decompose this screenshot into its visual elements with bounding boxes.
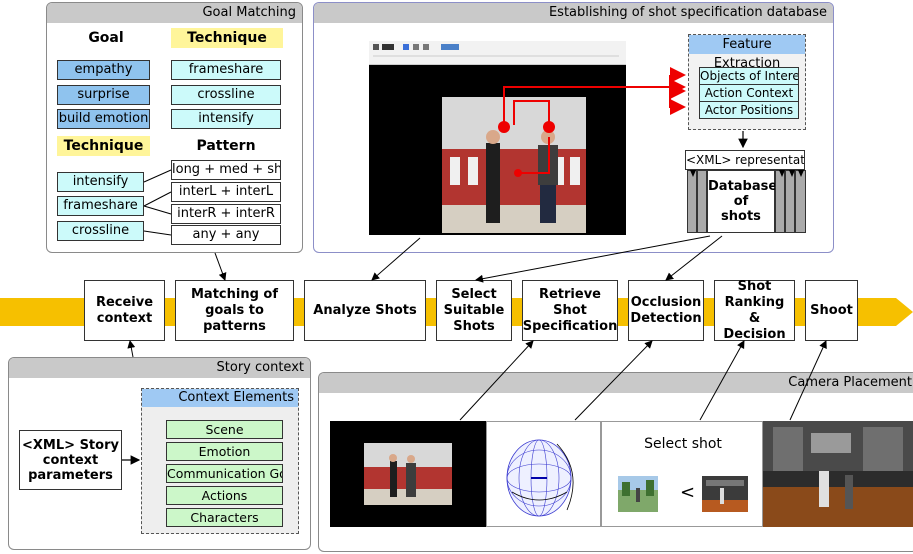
pattern-header: Pattern <box>196 138 256 154</box>
database-line2: of <box>733 194 749 209</box>
scene-drawing <box>442 97 586 233</box>
shot-option-a-drawing <box>618 476 658 502</box>
camera-scene-image <box>364 443 452 505</box>
step-shot-ranking-text: Shot Ranking & Decision <box>723 278 786 342</box>
step-occlusion-detection: Occlusion Detection <box>628 280 704 341</box>
goal-header: Goal <box>88 30 124 46</box>
step-matching-goals: Matching of goals to patterns <box>175 280 294 341</box>
context-emotion: Emotion <box>166 442 283 461</box>
story-context-panel: Story context <XML> Story context parame… <box>8 357 311 550</box>
pattern-interr: interR + interR <box>171 204 281 224</box>
analysis-screenshot <box>369 41 626 235</box>
database-line3: shots <box>721 209 761 224</box>
camera-scene-frame <box>330 421 486 527</box>
xml-representation: <XML> representation <box>685 150 805 170</box>
technique-frameshare: frameshare <box>57 196 144 216</box>
shot-option-b-drawing <box>702 480 748 512</box>
story-context-title: Story context <box>9 358 310 378</box>
camera-sphere-drawing <box>506 439 574 517</box>
toolbar-icons <box>373 44 619 57</box>
db-col-left-2 <box>697 170 707 233</box>
shot-database-panel: Establishing of shot specification datab… <box>313 2 834 253</box>
xml-story-params: <XML> Story context parameters <box>19 430 122 490</box>
final-shot-image <box>763 421 913 527</box>
select-shot-panel: Select shot < <box>601 421 763 527</box>
feature-extraction-title: Feature Extraction <box>689 35 805 71</box>
context-characters: Characters <box>166 508 283 527</box>
objects-of-interest: Objects of Interest <box>699 67 799 85</box>
technique-pattern-links <box>143 169 172 236</box>
pattern-long-med-short: long + med + short <box>171 160 281 180</box>
camera-scene-drawing <box>364 443 452 505</box>
goal-matching-panel: Goal Matching Goal Technique empathy fra… <box>46 2 303 253</box>
actor-positions: Actor Positions <box>699 101 799 119</box>
screenshot-toolbar <box>369 41 626 65</box>
sphere-panel <box>486 421 601 527</box>
step-analyze-shots: Analyze Shots <box>304 280 426 341</box>
technique-cell-crossline: crossline <box>171 85 281 105</box>
database-line1: Database <box>708 179 778 194</box>
context-elements-title: Context Elements <box>142 389 298 407</box>
step-retrieve-spec: Retrieve Shot Specification <box>522 280 618 341</box>
step-analyze-shots-text: Analyze Shots <box>313 302 417 318</box>
final-shot-drawing <box>763 421 913 527</box>
context-actions: Actions <box>166 486 283 505</box>
feature-arrows <box>498 67 748 177</box>
pattern-any-any: any + any <box>171 225 281 245</box>
step-receive-context: Receive context <box>84 280 165 341</box>
context-scene: Scene <box>166 420 283 439</box>
technique-crossline: crossline <box>57 221 144 241</box>
shot-database-title: Establishing of shot specification datab… <box>314 3 833 23</box>
camera-placement-title: Camera Placement <box>319 373 913 393</box>
step-receive-context-text: Receive context <box>95 294 154 326</box>
step-select-shots: Select Suitable Shots <box>436 280 512 341</box>
select-shot-label: Select shot <box>644 436 722 452</box>
shot-option-a <box>618 476 658 512</box>
step-shoot: Shoot <box>805 280 858 341</box>
xml-story-params-text: <XML> Story context parameters <box>22 437 119 483</box>
technique-intensify: intensify <box>57 172 144 192</box>
step-shot-ranking: Shot Ranking & Decision <box>714 278 795 342</box>
technique-header: Technique <box>171 28 283 48</box>
step-matching-goals-text: Matching of goals to patterns <box>190 286 278 334</box>
db-arrows <box>690 170 804 177</box>
goal-cell-build-emotion: build emotion <box>57 109 150 129</box>
technique-cell-intensify: intensify <box>171 109 281 129</box>
less-than-sign: < <box>680 482 696 503</box>
pattern-interl: interL + interL <box>171 182 281 202</box>
action-context: Action Context <box>699 84 799 102</box>
camera-placement-panel: Camera Placement Select shot <box>318 372 913 552</box>
shot-option-b <box>702 476 748 512</box>
goal-cell-empathy: empathy <box>57 60 150 80</box>
story-arrow <box>122 455 141 465</box>
goal-matching-title: Goal Matching <box>47 3 302 23</box>
context-communication-goals: Communication Goals <box>166 464 283 483</box>
technique-cell-frameshare: frameshare <box>171 60 281 80</box>
goal-cell-surprise: surprise <box>57 85 150 105</box>
step-occlusion-detection-text: Occlusion Detection <box>630 294 702 326</box>
bathroom-scene-image <box>442 97 586 233</box>
context-elements-box: Context Elements Scene Emotion Communica… <box>141 388 299 534</box>
step-select-shots-text: Select Suitable Shots <box>443 286 505 334</box>
technique-header-2: Technique <box>57 136 150 156</box>
database-label: Database of shots <box>707 170 778 233</box>
step-shoot-text: Shoot <box>810 302 853 318</box>
step-retrieve-spec-text: Retrieve Shot Specification <box>522 286 618 334</box>
feature-extraction-box: Feature Extraction Objects of Interest A… <box>688 34 806 130</box>
database-of-shots: Database of shots <box>687 170 806 233</box>
